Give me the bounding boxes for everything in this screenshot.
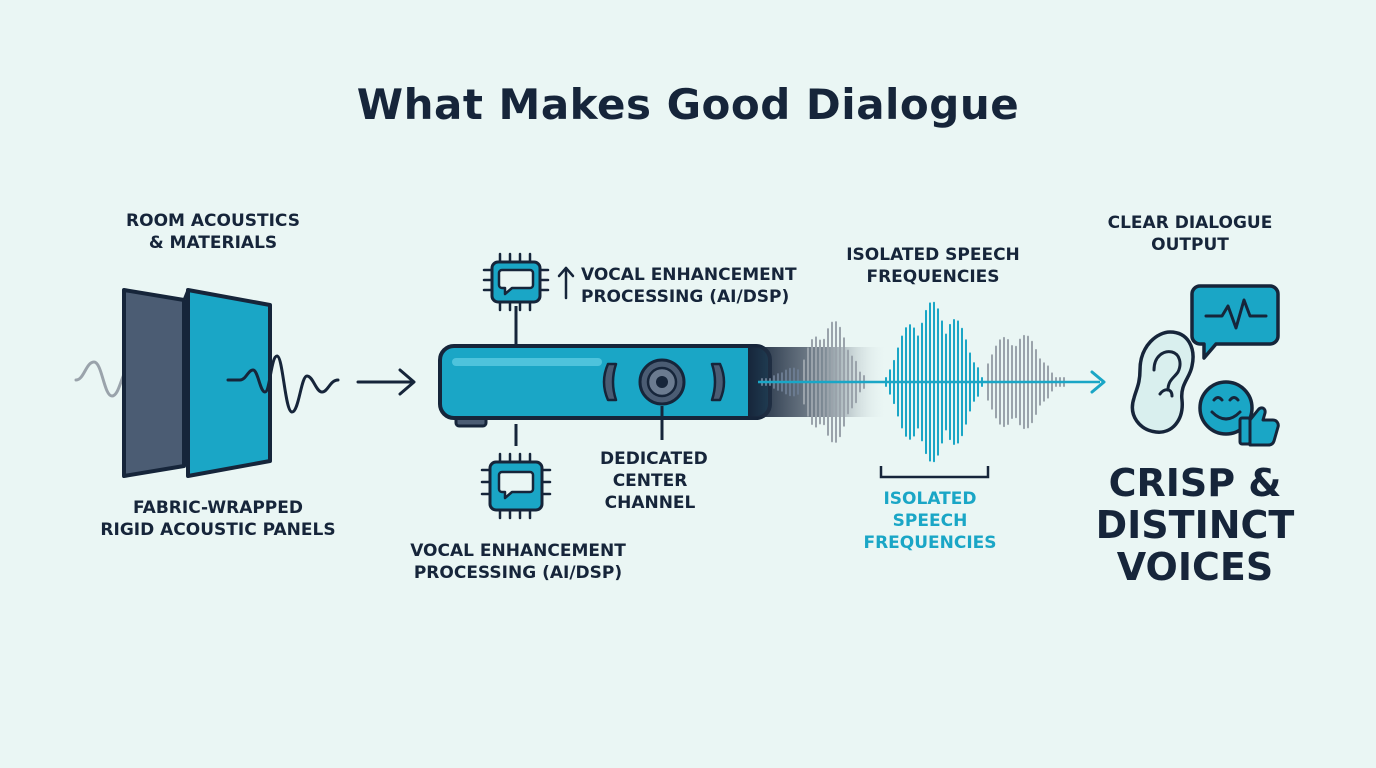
vocal-top-line-1: VOCAL ENHANCEMENT (581, 265, 797, 285)
isolated-bottom-line-2: SPEECH (892, 511, 968, 531)
isolated-speech-bottom-label: ISOLATED SPEECH FREQUENCIES (845, 488, 1015, 554)
panel-caption-line-2: RIGID ACOUSTIC PANELS (100, 520, 336, 540)
acoustic-panel-icon (122, 288, 272, 478)
result-line-1: CRISP & (1108, 461, 1282, 505)
room-heading-line-2: & MATERIALS (148, 233, 278, 253)
output-arrow-icon (1090, 370, 1106, 394)
thumbs-up-icon (1238, 406, 1280, 447)
center-channel-line-3: CHANNEL (604, 493, 696, 513)
vocal-enhancement-top-label: VOCAL ENHANCEMENT PROCESSING (AI/DSP) (581, 264, 821, 308)
isolated-bottom-line-3: FREQUENCIES (863, 533, 997, 553)
result-line-2: DISTINCT (1095, 503, 1295, 547)
room-acoustics-heading: ROOM ACOUSTICS & MATERIALS (88, 210, 338, 254)
isolated-top-line-1: ISOLATED SPEECH (846, 245, 1020, 265)
frequency-bracket (879, 466, 990, 479)
output-heading-line-1: CLEAR DIALOGUE (1107, 213, 1273, 233)
center-channel-label: DEDICATED CENTER CHANNEL (600, 448, 708, 514)
panel-caption-line-1: FABRIC-WRAPPED (133, 498, 303, 518)
center-channel-line-2: CENTER (612, 471, 688, 491)
arrow-right-icon (356, 368, 416, 396)
result-line-3: VOICES (1116, 545, 1274, 589)
speaker-driver-icon (638, 358, 686, 406)
chip-chat-icon-bottom (480, 452, 552, 520)
room-heading-line-1: ROOM ACOUSTICS (126, 211, 300, 231)
vocal-top-line-2: PROCESSING (AI/DSP) (581, 287, 790, 307)
panel-caption: FABRIC-WRAPPED RIGID ACOUSTIC PANELS (78, 497, 358, 541)
isolated-top-line-2: FREQUENCIES (866, 267, 1000, 287)
clear-dialogue-heading: CLEAR DIALOGUE OUTPUT (1070, 212, 1310, 256)
vocal-bottom-line-2: PROCESSING (AI/DSP) (413, 563, 623, 583)
ear-icon (1130, 330, 1195, 434)
page-title: What Makes Good Dialogue (356, 80, 1020, 129)
isolated-speech-top-label: ISOLATED SPEECH FREQUENCIES (828, 244, 1038, 288)
vocal-enhancement-bottom-label: VOCAL ENHANCEMENT PROCESSING (AI/DSP) (398, 540, 638, 584)
speech-bubble-pulse-icon (1190, 284, 1280, 360)
chip-chat-icon (482, 252, 550, 312)
isolated-bottom-line-1: ISOLATED (883, 489, 977, 509)
crisp-distinct-voices: CRISP & DISTINCT VOICES (1070, 462, 1320, 588)
absorbed-wave-icon (226, 354, 340, 414)
vocal-bottom-line-1: VOCAL ENHANCEMENT (410, 541, 626, 561)
output-heading-line-2: OUTPUT (1151, 235, 1229, 255)
center-channel-line-1: DEDICATED (600, 449, 708, 469)
arrow-up-icon (557, 266, 575, 300)
